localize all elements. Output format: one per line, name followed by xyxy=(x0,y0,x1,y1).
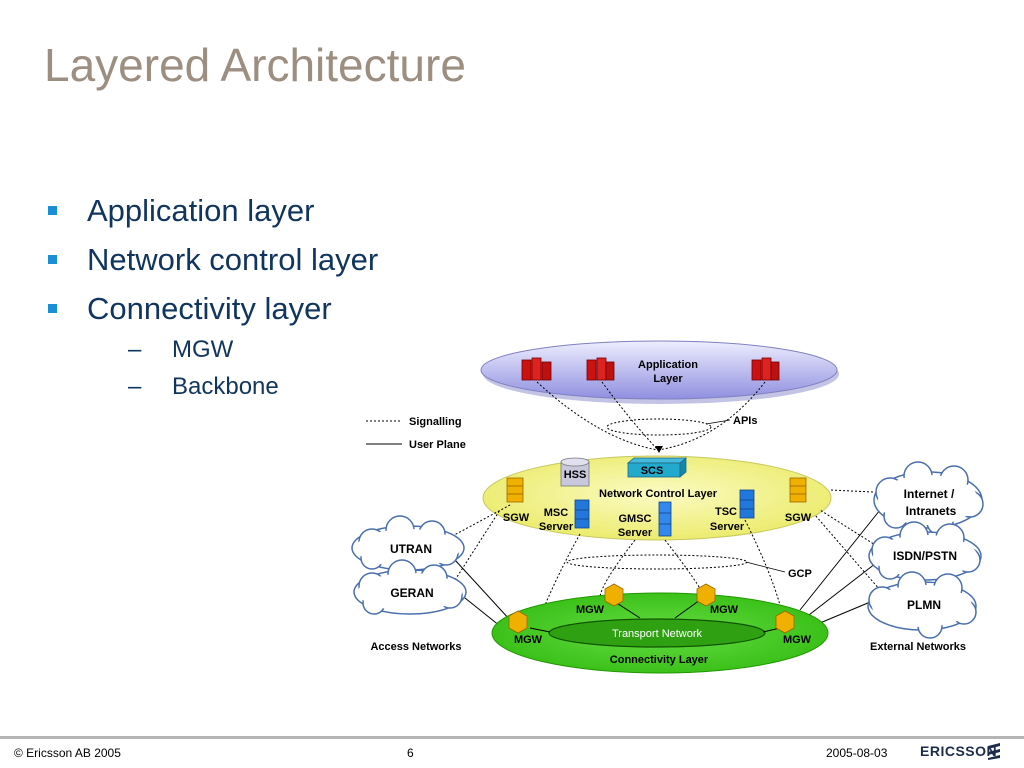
sub-bullet-list: – MGW – Backbone xyxy=(128,331,279,405)
user-plane-line xyxy=(674,599,701,619)
signalling-line xyxy=(829,489,874,493)
transport-network-label: Transport Network xyxy=(612,628,703,640)
tsc-server-label: TSC xyxy=(715,506,737,518)
bullet-square-icon xyxy=(48,304,57,313)
gmsc-server-label: GMSC xyxy=(619,513,652,525)
gmsc-server-icon xyxy=(658,501,672,537)
ericsson-logo: ERICSSON xyxy=(920,743,998,759)
gcp-pointer-line xyxy=(745,561,786,573)
plmn-cloud xyxy=(867,571,977,639)
application-layer-ellipse xyxy=(480,340,838,400)
application-server-icon xyxy=(521,357,552,381)
msc-server-label: MSC xyxy=(544,507,569,519)
application-server-icon xyxy=(751,357,780,381)
mgw-top-left-label: MGW xyxy=(576,604,605,616)
sub-bullet-item: – Backbone xyxy=(128,368,279,405)
apis-pointer-line xyxy=(705,419,731,425)
apis-label: APIs xyxy=(733,415,757,427)
mgw-gateway-icon xyxy=(775,610,795,634)
gcp-label: GCP xyxy=(788,568,812,580)
bullet-square-icon xyxy=(48,255,57,264)
footer-date: 2005-08-03 xyxy=(826,746,888,760)
bullet-text: Application layer xyxy=(87,192,315,228)
sub-bullet-text: Backbone xyxy=(172,372,279,400)
signalling-line xyxy=(601,381,659,451)
application-server-icon xyxy=(586,357,615,381)
bullet-text: Network control layer xyxy=(87,241,379,277)
bullet-text: Connectivity layer xyxy=(87,290,332,326)
mgw-gateway-icon xyxy=(508,610,528,634)
arrow-head-icon xyxy=(655,446,663,453)
scs-label: SCS xyxy=(641,465,664,477)
scs-server-icon xyxy=(626,457,688,478)
internet-intranets-label: Intranets xyxy=(906,504,957,518)
legend-signalling-label: Signalling xyxy=(409,416,462,428)
user-plane-line xyxy=(529,627,551,633)
signalling-line xyxy=(664,539,706,599)
signalling-line xyxy=(814,514,881,591)
hss-database-icon xyxy=(560,457,590,487)
sub-bullet-item: – MGW xyxy=(128,331,279,368)
ericsson-logo-mark-icon xyxy=(988,743,1000,760)
bullet-list: Application layer Network control layer … xyxy=(44,186,378,333)
sgw-left-label: SGW xyxy=(503,512,530,524)
sgw-gateway-icon xyxy=(506,477,524,503)
dash-icon: – xyxy=(128,335,142,363)
mgw-gateway-icon xyxy=(696,583,716,607)
geran-label: GERAN xyxy=(390,586,433,600)
utran-cloud xyxy=(351,515,465,571)
user-plane-line xyxy=(454,559,511,621)
signalling-line xyxy=(819,509,881,549)
gmsc-server-label: Server xyxy=(618,527,653,539)
hss-label: HSS xyxy=(564,469,587,481)
msc-server-label: Server xyxy=(539,521,574,533)
external-networks-label: External Networks xyxy=(870,641,966,653)
tsc-server-label: Server xyxy=(710,521,745,533)
signalling-line xyxy=(544,533,581,606)
sgw-gateway-icon xyxy=(789,477,807,503)
msc-server-icon xyxy=(574,499,590,529)
bullet-item: Network control layer xyxy=(44,235,378,284)
internet-intranets-cloud xyxy=(873,461,984,536)
bullet-item: Application layer xyxy=(44,186,378,235)
user-plane-line xyxy=(804,559,881,619)
architecture-diagram: Application Layer APIs Signalling User P… xyxy=(351,340,984,674)
internet-intranets-label: Internet / xyxy=(904,487,955,501)
geran-cloud xyxy=(353,559,467,615)
dash-icon: – xyxy=(128,372,142,400)
bullet-item: Connectivity layer xyxy=(44,284,378,333)
plmn-label: PLMN xyxy=(907,598,941,612)
transport-network-ellipse xyxy=(548,618,766,648)
signalling-line xyxy=(536,381,659,451)
footer-divider xyxy=(0,736,1024,739)
application-layer-label: Layer xyxy=(653,373,683,385)
isdn-pstn-label: ISDN/PSTN xyxy=(893,549,957,563)
utran-label: UTRAN xyxy=(390,542,432,556)
mgw-left-label: MGW xyxy=(514,634,543,646)
footer-copyright: © Ericsson AB 2005 xyxy=(14,746,121,760)
application-layer-label: Application xyxy=(638,359,698,371)
signalling-line xyxy=(454,509,501,581)
slide-title: Layered Architecture xyxy=(44,39,466,91)
isdn-pstn-cloud xyxy=(868,521,982,581)
signalling-line xyxy=(657,381,766,451)
connectivity-layer-label: Connectivity Layer xyxy=(610,654,709,666)
mgw-right-label: MGW xyxy=(783,634,812,646)
tsc-server-icon xyxy=(739,489,755,519)
user-plane-line xyxy=(799,509,881,611)
bullet-square-icon xyxy=(48,206,57,215)
apis-ellipse xyxy=(606,418,712,436)
legend-user-plane-label: User Plane xyxy=(409,439,466,451)
mgw-top-right-label: MGW xyxy=(710,604,739,616)
mgw-gateway-icon xyxy=(604,583,624,607)
signalling-line xyxy=(444,504,511,541)
sgw-right-label: SGW xyxy=(785,512,812,524)
network-control-layer-label: Network Control Layer xyxy=(599,488,718,500)
sub-bullet-text: MGW xyxy=(172,335,234,363)
gcp-ellipse xyxy=(566,554,748,570)
access-networks-label: Access Networks xyxy=(370,641,461,653)
footer-page-number: 6 xyxy=(407,746,414,760)
signalling-line xyxy=(744,519,781,606)
